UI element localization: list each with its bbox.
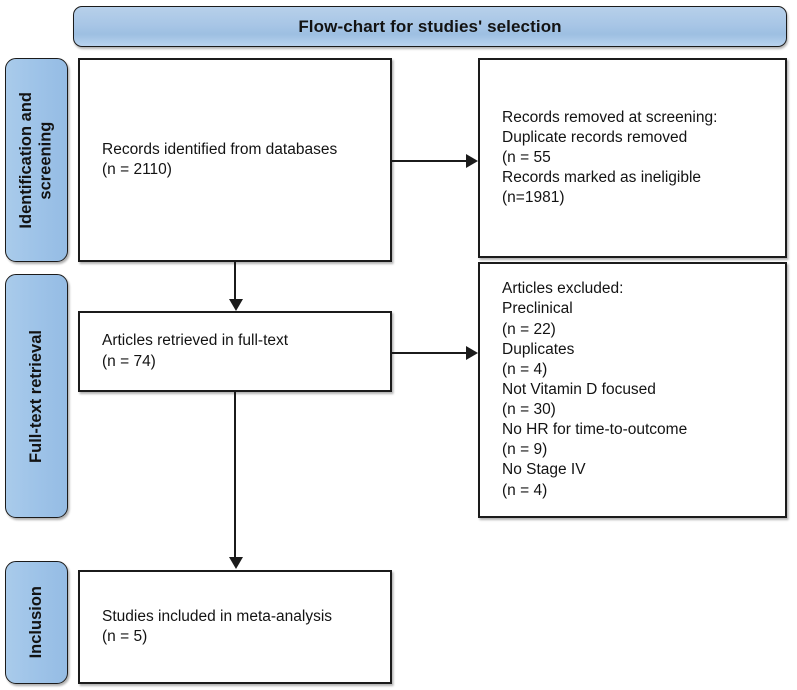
stage-label-text: Full-text retrieval: [26, 329, 45, 463]
stage-label-inclusion: Inclusion: [5, 561, 68, 684]
arrow-retrieved-to-included-line: [234, 392, 236, 558]
arrow-identified-to-removed-line: [392, 160, 466, 162]
stage-label-text: Inclusion: [26, 586, 45, 659]
box-records-removed-at-screening: Records removed at screening: Duplicate …: [478, 58, 787, 258]
chart-title-text: Flow-chart for studies' selection: [298, 16, 562, 36]
box-records-identified-from-databases: Records identified from databases (n = 2…: [78, 58, 392, 262]
box-text: Records removed at screening: Duplicate …: [502, 108, 718, 207]
stage-label-full-text-retrieval: Full-text retrieval: [5, 274, 68, 518]
box-text: Records identified from databases (n = 2…: [102, 140, 338, 178]
stage-label-identification-and-screening: Identification and screening: [5, 58, 68, 262]
box-text: Studies included in meta-analysis (n = 5…: [102, 607, 333, 645]
arrow-identified-to-retrieved-line: [234, 262, 236, 300]
box-text: Articles excluded: Preclinical (n = 22) …: [502, 280, 688, 499]
chart-title-banner: Flow-chart for studies' selection: [73, 6, 787, 47]
stage-label-text: Identification and screening: [17, 91, 55, 229]
arrow-retrieved-to-excluded-head-icon: [466, 346, 478, 360]
box-articles-excluded: Articles excluded: Preclinical (n = 22) …: [478, 262, 787, 518]
arrow-identified-to-retrieved-head-icon: [229, 299, 243, 311]
box-text: Articles retrieved in full-text (n = 74): [102, 332, 289, 370]
arrow-retrieved-to-excluded-line: [392, 352, 466, 354]
box-studies-included-in-meta-analysis: Studies included in meta-analysis (n = 5…: [78, 570, 392, 684]
box-articles-retrieved-in-full-text: Articles retrieved in full-text (n = 74): [78, 311, 392, 392]
arrow-identified-to-removed-head-icon: [466, 154, 478, 168]
arrow-retrieved-to-included-head-icon: [229, 557, 243, 569]
